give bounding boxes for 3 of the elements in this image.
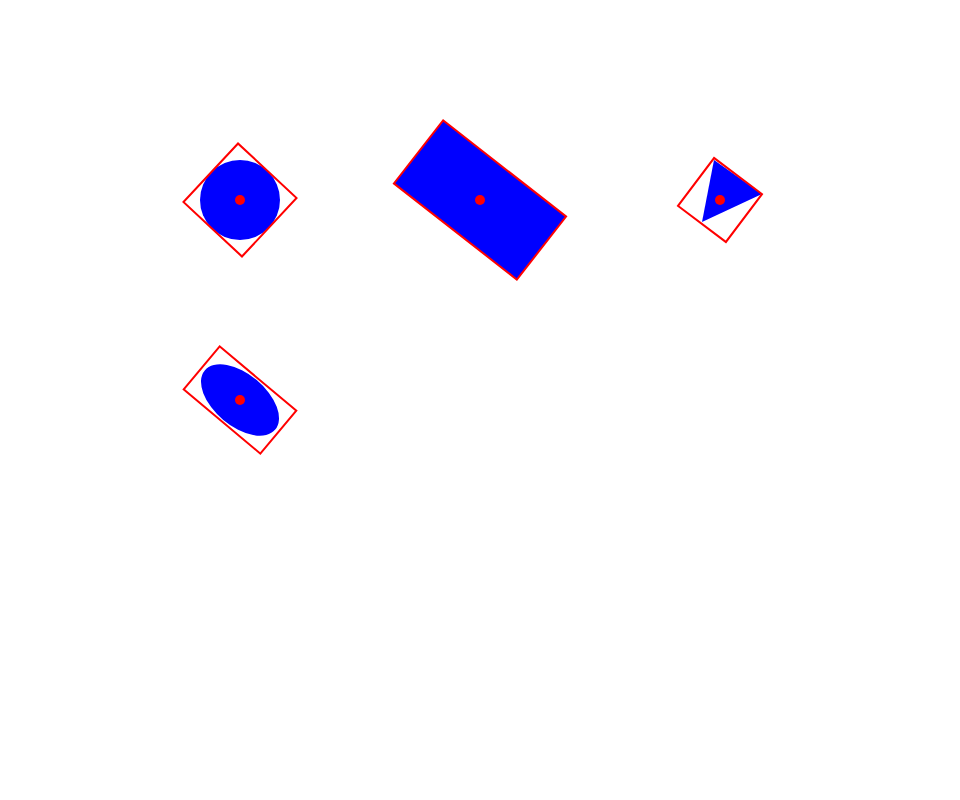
triangle-shape [702,160,762,222]
circle-shape [200,160,280,240]
ellipse-shape [201,364,279,436]
